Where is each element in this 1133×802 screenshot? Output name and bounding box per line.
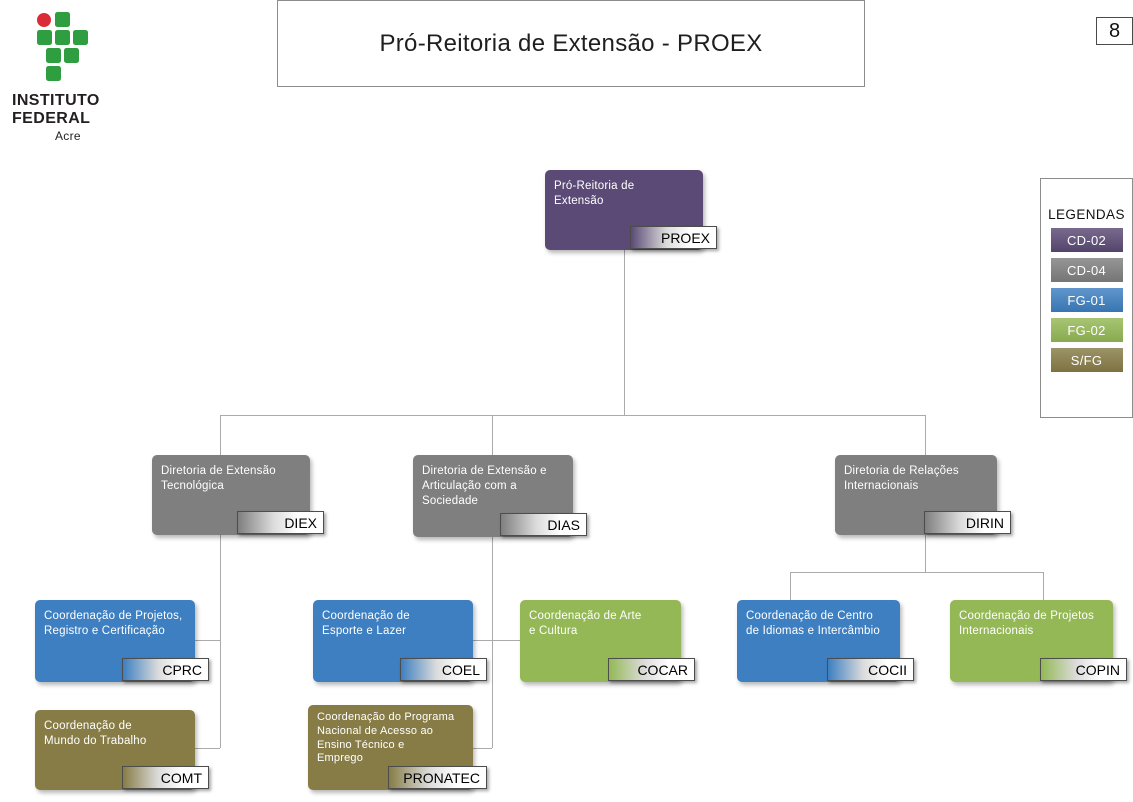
logo-red-dot	[37, 13, 51, 27]
org-node-cocii-label: Coordenação de Centro de Idiomas e Inter…	[746, 610, 880, 638]
org-node-comt-label: Coordenação de Mundo do Trabalho	[44, 720, 147, 748]
org-node-dias: Diretoria de Extensão e Articulação com …	[413, 455, 587, 537]
page-number-box: 8	[1096, 17, 1133, 45]
title-box: Pró-Reitoria de Extensão - PROEX	[277, 0, 865, 87]
connector-line	[195, 640, 220, 641]
org-node-diex-label: Diretoria de Extensão Tecnológica	[161, 465, 276, 493]
legend-item-label: CD-02	[1066, 232, 1107, 248]
legend-item-label: FG-01	[1067, 292, 1106, 308]
org-node-diex: Diretoria de Extensão Tecnológica DIEX	[152, 455, 324, 535]
logo-square	[46, 66, 61, 81]
connector-line	[925, 535, 926, 572]
logo-institution-name: INSTITUTO FEDERAL	[12, 92, 132, 127]
logo-square	[55, 30, 70, 45]
connector-line	[473, 748, 492, 749]
org-node-comt: Coordenação de Mundo do Trabalho COMT	[35, 710, 209, 790]
org-node-cocar: Coordenação de Arte e Cultura COCAR	[520, 600, 695, 682]
org-node-pronatec: Coordenação do Programa Nacional de Aces…	[308, 705, 487, 790]
logo-campus-name: Acre	[55, 129, 81, 144]
org-node-dias-tag: DIAS	[500, 513, 587, 536]
ifac-logo: INSTITUTO FEDERAL Acre	[12, 12, 132, 143]
org-node-cocii-tag: COCII	[827, 658, 914, 681]
org-node-diex-tag: DIEX	[237, 511, 324, 534]
legend-item-cd04: CD-04	[1050, 258, 1123, 282]
org-node-coel-label: Coordenação de Esporte e Lazer	[322, 610, 410, 638]
logo-square	[37, 30, 52, 45]
connector-line	[220, 535, 221, 748]
legend-item-label: S/FG	[1070, 352, 1103, 368]
org-node-dias-label: Diretoria de Extensão e Articulação com …	[422, 465, 547, 508]
logo-square	[46, 48, 61, 63]
org-node-pronatec-label: Coordenação do Programa Nacional de Aces…	[317, 711, 455, 765]
connector-line	[220, 415, 221, 455]
connector-line	[790, 572, 1043, 573]
org-node-comt-tag: COMT	[122, 766, 209, 789]
connector-line	[1043, 572, 1044, 600]
connector-line	[492, 537, 493, 748]
org-node-cocii: Coordenação de Centro de Idiomas e Inter…	[737, 600, 914, 682]
connector-line	[925, 415, 926, 455]
page-title: Pró-Reitoria de Extensão - PROEX	[379, 29, 763, 57]
logo-line-federal: FEDERAL	[12, 109, 91, 127]
logo-square	[55, 12, 70, 27]
connector-line	[473, 640, 520, 641]
legend-item-fg01: FG-01	[1050, 288, 1123, 312]
org-node-coel-tag: COEL	[400, 658, 487, 681]
org-node-cprc-tag: CPRC	[122, 658, 209, 681]
org-node-copin-tag: COPIN	[1040, 658, 1127, 681]
ifac-logo-mark	[37, 12, 132, 84]
org-node-pronatec-tag: PRONATEC	[388, 766, 487, 789]
logo-square	[73, 30, 88, 45]
org-node-copin: Coordenação de Projetos Internacionais C…	[950, 600, 1127, 682]
connector-line	[195, 748, 220, 749]
legend-item-cd02: CD-02	[1050, 228, 1123, 252]
page-number: 8	[1108, 19, 1121, 42]
org-node-dirin-tag: DIRIN	[924, 511, 1011, 534]
legend-item-label: FG-02	[1067, 322, 1106, 338]
org-node-dirin: Diretoria de Relações Internacionais DIR…	[835, 455, 1011, 535]
connector-line	[220, 415, 926, 416]
org-node-proex-tag: PROEX	[630, 226, 717, 249]
legend-title: LEGENDAS	[1048, 207, 1125, 222]
org-node-proex: Pró-Reitoria de Extensão PROEX	[545, 170, 717, 250]
connector-line	[624, 250, 625, 415]
org-node-cprc: Coordenação de Projetos, Registro e Cert…	[35, 600, 209, 682]
logo-line-instituto: INSTITUTO	[12, 92, 100, 109]
org-node-cprc-label: Coordenação de Projetos, Registro e Cert…	[44, 610, 183, 638]
org-node-dirin-label: Diretoria de Relações Internacionais	[844, 465, 959, 493]
org-node-cocar-tag: COCAR	[608, 658, 695, 681]
logo-square	[64, 48, 79, 63]
legend-item-sfg: S/FG	[1050, 348, 1123, 372]
connector-line	[790, 572, 791, 600]
legend-item-fg02: FG-02	[1050, 318, 1123, 342]
legend-item-label: CD-04	[1066, 262, 1107, 278]
org-node-copin-label: Coordenação de Projetos Internacionais	[959, 610, 1095, 638]
legend-box: LEGENDAS CD-02 CD-04 FG-01 FG-02 S/FG	[1040, 178, 1133, 418]
org-node-coel: Coordenação de Esporte e Lazer COEL	[313, 600, 487, 682]
connector-line	[492, 415, 493, 455]
org-node-cocar-label: Coordenação de Arte e Cultura	[529, 610, 642, 638]
org-node-proex-label: Pró-Reitoria de Extensão	[554, 180, 635, 208]
